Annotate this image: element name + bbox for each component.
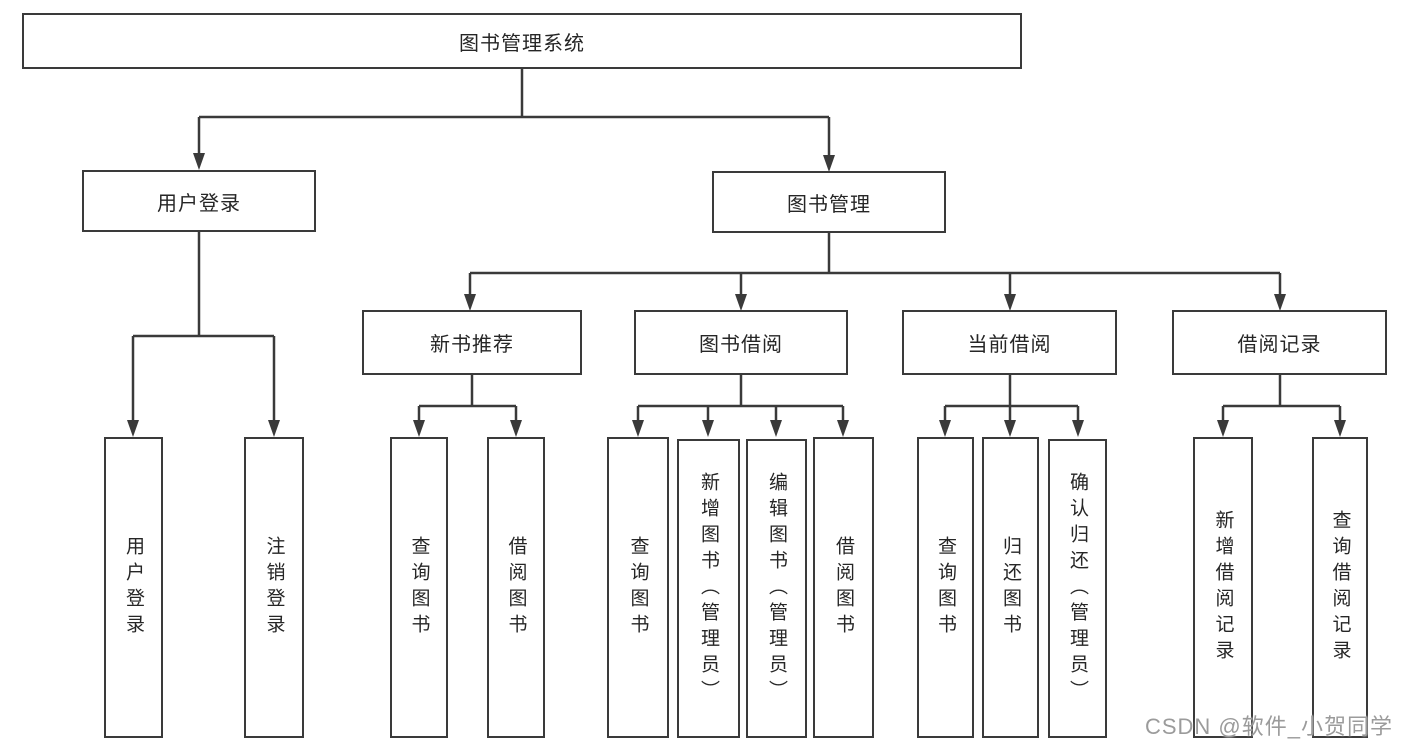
- leaf-edit-book-admin: 编辑图书（管理员）: [746, 439, 807, 738]
- watermark-text: CSDN @软件_小贺同学: [1144, 714, 1393, 739]
- leaf-add-borrow-record: 新增借阅记录: [1193, 437, 1253, 738]
- leaf-borrow-books-recommend: 借阅图书: [487, 437, 545, 738]
- leaf-logout: 注销登录: [244, 437, 304, 738]
- leaf-add-book-admin: 新增图书（管理员）: [677, 439, 740, 738]
- leaf-query-books-recommend: 查询图书: [390, 437, 448, 738]
- leaf-return-books: 归还图书: [982, 437, 1039, 738]
- node-book-borrow: 图书借阅: [634, 310, 848, 375]
- leaf-user-login: 用户登录: [104, 437, 163, 738]
- node-user-login: 用户登录: [82, 170, 316, 232]
- leaf-query-books-current: 查询图书: [917, 437, 974, 738]
- leaf-query-books-borrow: 查询图书: [607, 437, 669, 738]
- node-book-management: 图书管理: [712, 171, 946, 233]
- leaf-borrow-books-borrow: 借阅图书: [813, 437, 874, 738]
- leaf-query-borrow-record: 查询借阅记录: [1312, 437, 1368, 738]
- leaf-confirm-return-admin: 确认归还（管理员）: [1048, 439, 1107, 738]
- node-root: 图书管理系统: [22, 13, 1022, 69]
- node-current-borrow: 当前借阅: [902, 310, 1117, 375]
- node-new-book-recommend: 新书推荐: [362, 310, 582, 375]
- node-borrow-records: 借阅记录: [1172, 310, 1387, 375]
